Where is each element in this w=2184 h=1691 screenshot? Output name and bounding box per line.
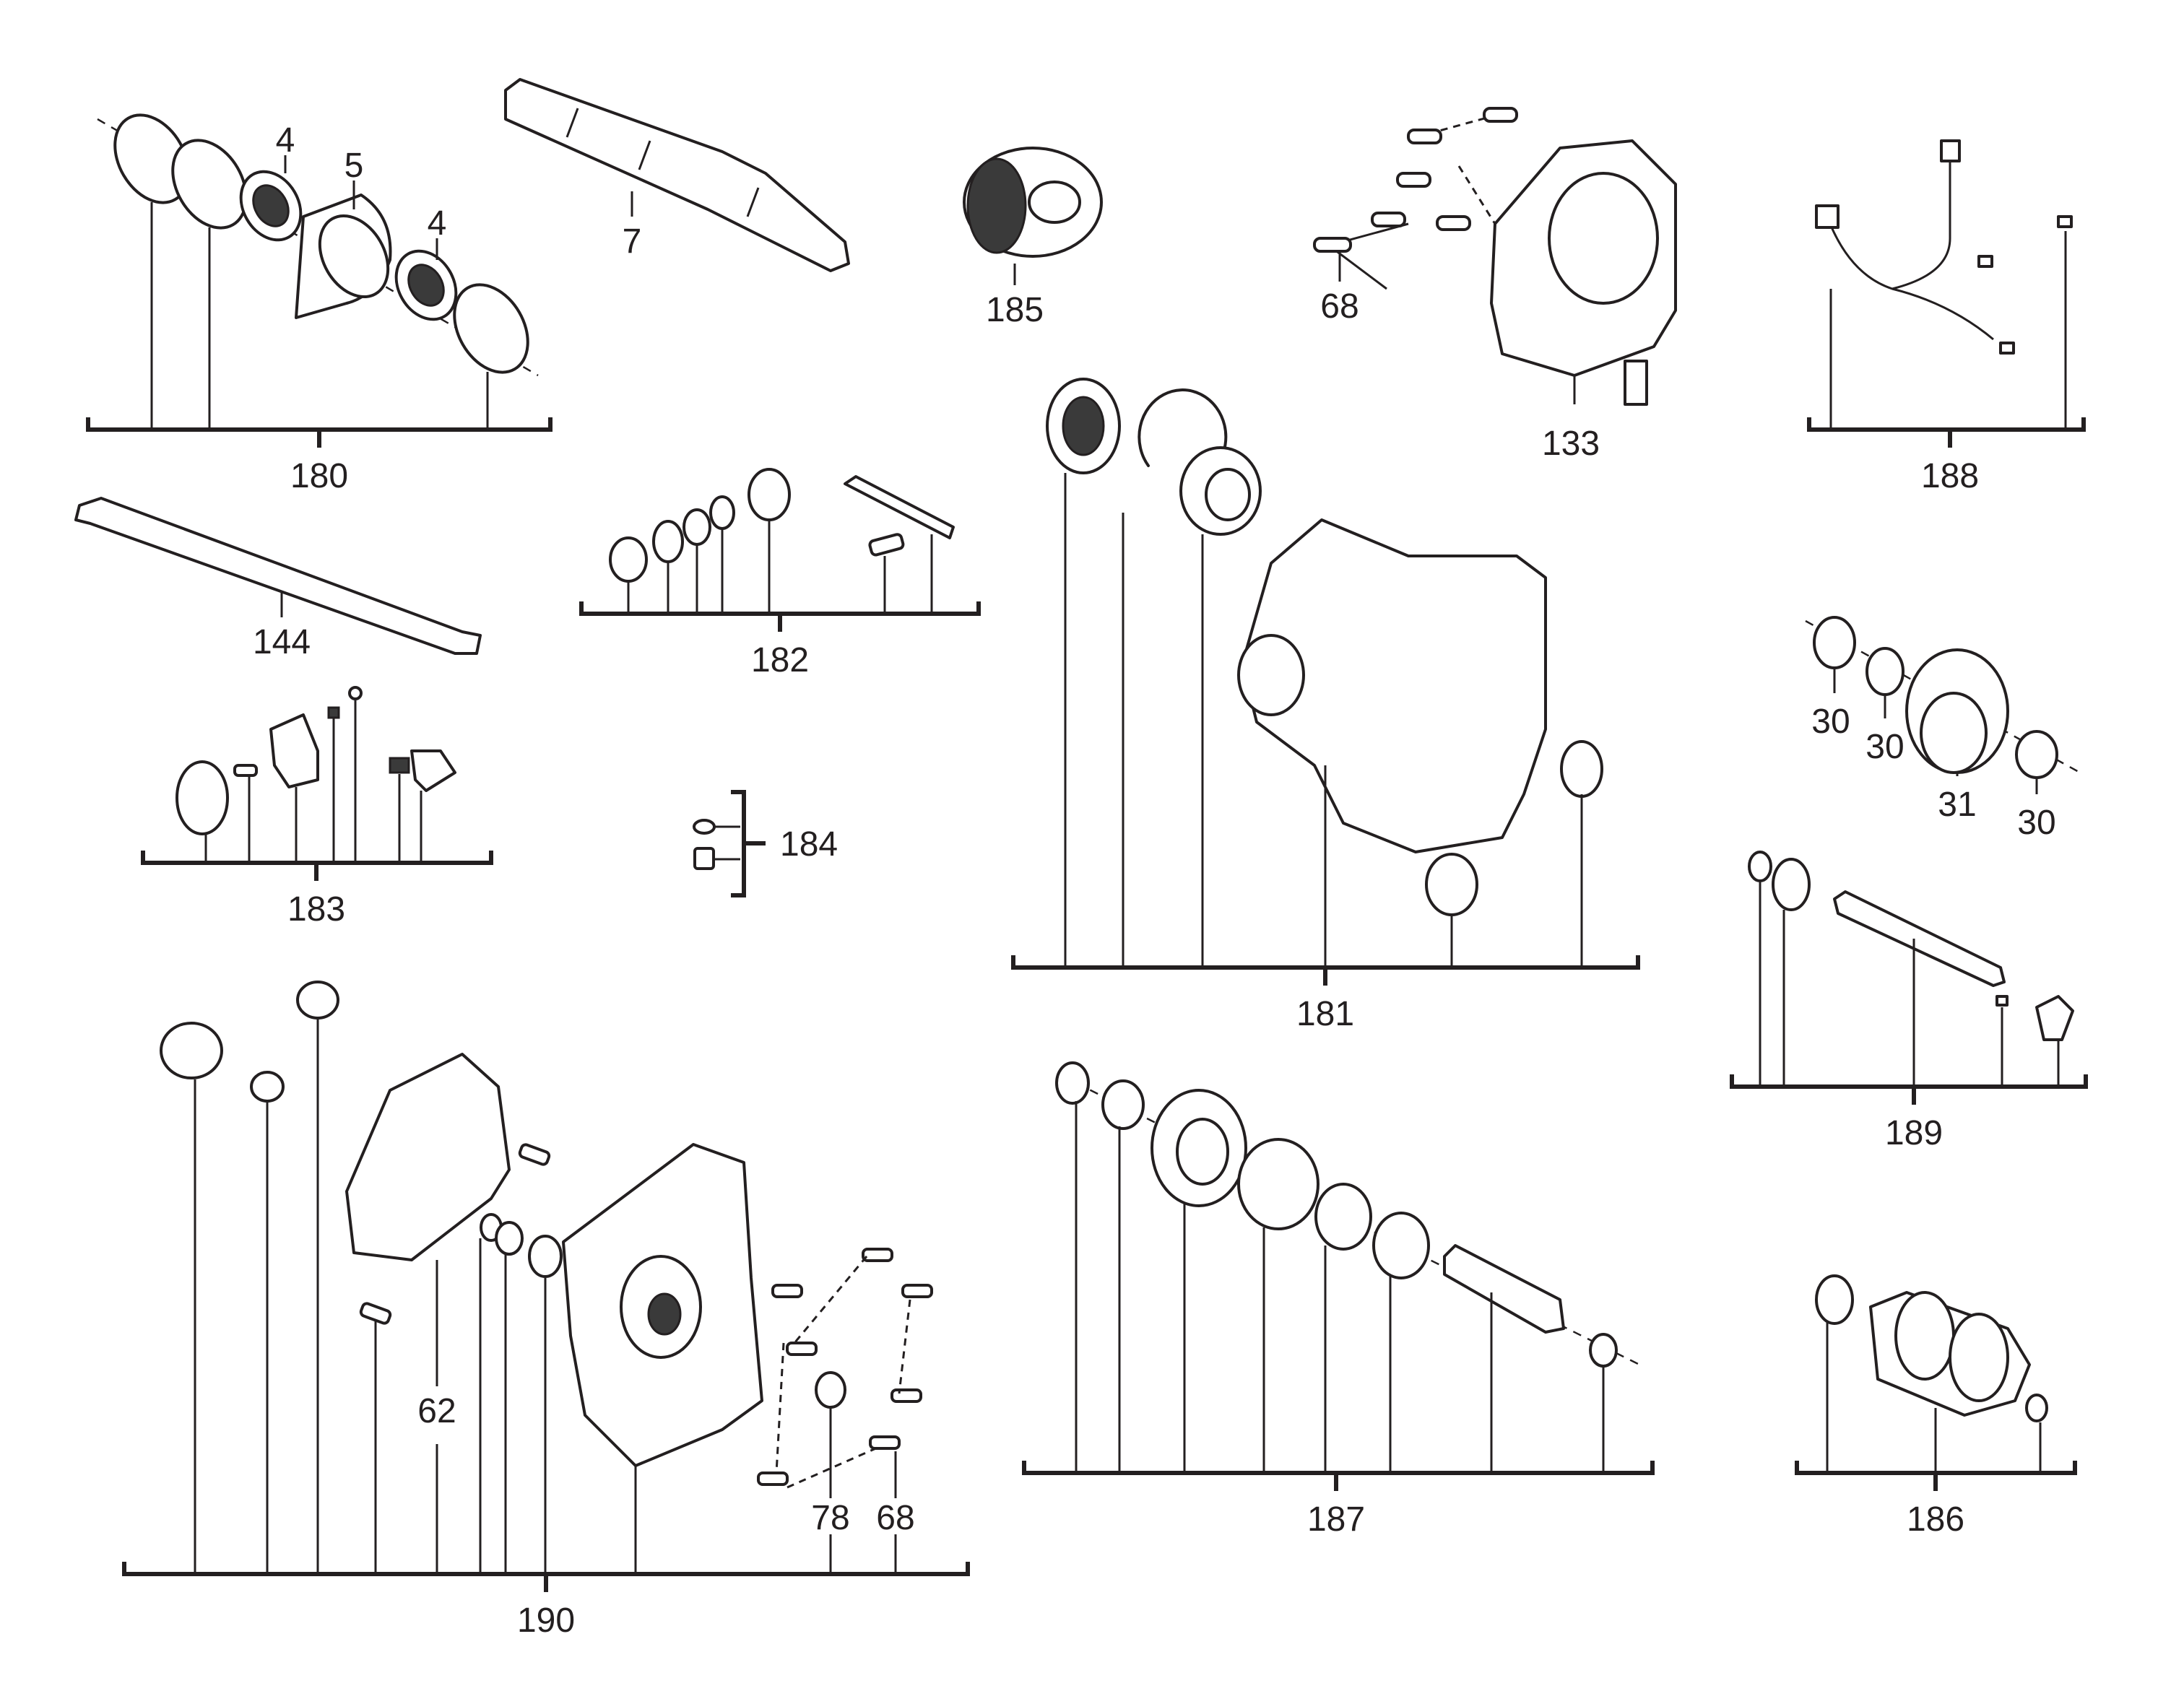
gearbox-housing — [1241, 518, 1547, 853]
label-62: 62 — [417, 1392, 456, 1430]
small-gear-189 — [1772, 858, 1811, 911]
plug-184 — [693, 847, 715, 870]
small-gear-187 — [1314, 1183, 1372, 1251]
label-190: 190 — [517, 1601, 575, 1640]
o-ring-large — [113, 113, 190, 204]
group-188: 188 — [1807, 139, 2086, 495]
label-4a: 4 — [276, 121, 295, 160]
part-7-shaft: 7 — [504, 78, 850, 272]
seal-190 — [528, 1235, 563, 1278]
o-ring — [171, 139, 248, 230]
label-30b: 30 — [1866, 728, 1904, 766]
group-184: 184 — [693, 790, 838, 897]
group-182: 182 — [579, 468, 981, 679]
label-184: 184 — [780, 825, 838, 864]
label-68a: 68 — [1320, 287, 1358, 326]
label-189: 189 — [1885, 1114, 1943, 1152]
ring-30c — [2015, 730, 2058, 779]
part-185: 185 — [963, 147, 1103, 329]
group-187: 187 — [1022, 1061, 1655, 1539]
label-78: 78 — [811, 1499, 849, 1537]
group-186: 186 — [1795, 1274, 2077, 1539]
label-182: 182 — [751, 641, 809, 679]
cap-183 — [176, 760, 229, 835]
label-133: 133 — [1542, 425, 1600, 463]
bushing-78 — [815, 1371, 846, 1409]
ring-30a — [1813, 616, 1856, 669]
mid-gear — [1237, 1138, 1320, 1230]
drive-shaft-144 — [74, 497, 482, 655]
label-30c: 30 — [2017, 804, 2055, 842]
group-183: 183 — [141, 686, 493, 929]
bearing-181 — [1425, 853, 1478, 916]
needle-bearing-small — [296, 981, 339, 1020]
label-5: 5 — [344, 147, 364, 185]
label-7: 7 — [623, 222, 642, 261]
o-ring-outer — [453, 283, 529, 374]
ring-30b — [1866, 647, 1904, 696]
label-185: 185 — [986, 291, 1044, 329]
label-181: 181 — [1296, 995, 1354, 1033]
wire-harness — [1826, 152, 1994, 341]
main-shaft — [504, 78, 850, 272]
label-4b: 4 — [428, 204, 447, 243]
label-188: 188 — [1921, 457, 1979, 495]
group-30-31: 30 30 31 30 — [1805, 616, 2081, 842]
needle-bearing-large — [160, 1022, 223, 1079]
label-180: 180 — [290, 457, 348, 495]
pinion-shaft — [1443, 1244, 1565, 1334]
group-180: 4 5 4 180 — [86, 113, 552, 495]
label-144: 144 — [253, 623, 311, 661]
shaft-189 — [1833, 890, 2006, 987]
group-181: 181 — [1011, 378, 1640, 1033]
screw-68 — [1313, 237, 1352, 253]
label-68b: 68 — [876, 1499, 914, 1537]
snap-ring — [609, 536, 648, 583]
small-gear — [748, 468, 791, 521]
pin-long — [844, 475, 955, 539]
group-189: 189 — [1730, 851, 2088, 1152]
needle-cage — [1372, 1212, 1430, 1279]
trigger-housing — [269, 713, 319, 788]
needle-bearing — [1560, 740, 1603, 798]
label-31: 31 — [1938, 786, 1976, 824]
clip-187 — [1055, 1061, 1090, 1105]
label-183: 183 — [287, 890, 345, 929]
label-30a: 30 — [1811, 703, 1850, 741]
group-190: 62 78 68 190 — [122, 981, 970, 1640]
part-144: 144 — [74, 497, 482, 661]
gasket-62 — [345, 1053, 511, 1261]
label-187: 187 — [1307, 1500, 1365, 1539]
label-186: 186 — [1907, 1500, 1964, 1539]
part-133: 68 133 — [1313, 107, 1677, 463]
